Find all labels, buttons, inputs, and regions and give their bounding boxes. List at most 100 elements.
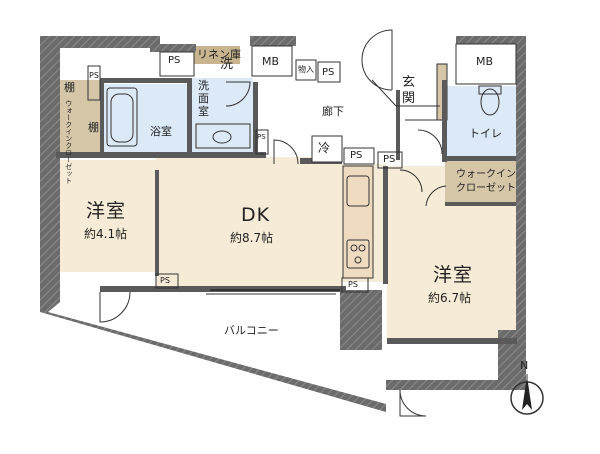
toilet-floor: [444, 86, 516, 158]
north-compass: N: [505, 360, 555, 422]
ps-wash: PS: [257, 133, 266, 141]
door-swing-left-room: [99, 291, 131, 323]
details: [87, 29, 502, 417]
bath-label: 浴室: [150, 125, 172, 138]
toilet-tank: [478, 85, 502, 95]
right-western-room-floor: [387, 166, 516, 342]
left-closet-floor: [60, 80, 100, 156]
left-room-name: 洋室: [86, 200, 127, 222]
door-swing-dk: [273, 139, 299, 165]
wall-closet-bottom: [445, 202, 516, 206]
wall-toilet-left: [442, 80, 447, 162]
dk-floor: [156, 157, 342, 289]
outer-walls: [40, 36, 526, 412]
balcony-label: バルコニー: [224, 324, 279, 337]
storage-ps-box: [317, 61, 341, 83]
right-room-name: 洋室: [433, 264, 474, 286]
north-label: N: [520, 359, 529, 372]
ps-kitchen-2: PS: [383, 154, 396, 165]
burner-2: [358, 244, 366, 252]
wall-right: [516, 36, 526, 342]
wall-top-mb: [250, 36, 296, 46]
wall-closet-bath: [100, 78, 104, 158]
burner-3: [354, 256, 362, 264]
door-swing-toilet: [417, 129, 443, 155]
wall-top-ps: [150, 44, 196, 52]
wall-bath-bottom: [56, 152, 266, 158]
mb-top: MB: [262, 55, 280, 68]
entrance-diag-1: [371, 79, 397, 107]
right-walkin-label-2: クローゼット: [456, 183, 516, 194]
ps-top: PS: [168, 55, 181, 66]
left-walkin-label: ウォークインクローゼット: [64, 100, 73, 184]
wall-bottom-right: [386, 380, 498, 390]
mb-right: MB: [476, 55, 494, 68]
dk-name: DK: [241, 204, 271, 226]
toilet-bowl: [480, 88, 500, 116]
dk-ps-box: [155, 273, 179, 289]
ps-storage: PS: [322, 67, 335, 78]
dk-area: 約8.7帖: [230, 231, 274, 245]
wash-ps-box: [255, 129, 269, 155]
right-room-area: 約6.7帖: [428, 291, 472, 305]
washer-label: 洗: [220, 57, 234, 72]
washroom-floor: [187, 78, 253, 152]
wall-left: [40, 36, 60, 312]
wall-bath-top: [100, 78, 190, 83]
ps-left: PS: [89, 71, 99, 80]
left-western-room-floor: [57, 160, 156, 272]
wash-basin-counter: [195, 123, 251, 149]
door-swing-right-room: [399, 169, 423, 193]
door-swing-right-bottom: [399, 389, 427, 417]
washroom-label-3: 室: [198, 105, 209, 118]
shelf-side-label: 棚: [88, 121, 99, 134]
left-ps-box: [87, 65, 101, 101]
left-room-area: 約4.1帖: [84, 227, 128, 241]
ps-kitchen: PS: [350, 150, 363, 161]
wall-wash-right: [253, 82, 258, 154]
wall-right-room-left: [383, 166, 388, 284]
right-walkin-label-1: ウォークイン: [456, 169, 516, 180]
door-swing-closet: [425, 185, 447, 207]
kitchen-sink: [346, 175, 370, 207]
wall-top-left: [40, 36, 160, 48]
wall-right-room-bottom: [387, 338, 517, 344]
burner-1: [350, 244, 358, 252]
linen-closet-floor: [194, 46, 240, 64]
dk-ps-box-2: [341, 277, 369, 293]
bathtub-inner: [110, 93, 134, 143]
washroom-label-2: 面: [198, 92, 209, 105]
entrance-label-2: 関: [402, 91, 416, 106]
wall-fridge: [311, 135, 343, 163]
wall-mid-divider: [155, 170, 159, 276]
kitchen-ps-box-2: [377, 151, 403, 169]
storage-label: 物入: [298, 65, 314, 74]
stove: [346, 239, 370, 269]
corridor-label: 廊下: [322, 105, 344, 118]
wall-bath-wash: [187, 78, 192, 154]
door-swing-entrance: [361, 29, 393, 91]
bath-floor: [103, 84, 187, 152]
door-swing-wash: [225, 81, 251, 107]
floors: [57, 46, 516, 342]
wall-left-diagonal: [40, 312, 386, 412]
wall-mb-right: [455, 43, 517, 85]
fridge-label: 冷: [318, 141, 331, 155]
shelf-top-label: 棚: [64, 81, 75, 94]
wall-balcony-right: [340, 290, 382, 350]
washroom-label-1: 洗: [198, 79, 209, 92]
ps-dk-bottom-2: PS: [348, 280, 358, 289]
right-closet-floor: [445, 160, 516, 204]
toilet-label: トイレ: [469, 127, 502, 140]
kitchen-ps-box: [343, 147, 375, 165]
wash-basin: [212, 130, 232, 144]
ps-dk-bottom: PS: [160, 276, 170, 285]
entrance-label-1: 玄: [402, 75, 416, 90]
top-mb-box: [251, 45, 293, 77]
bathtub: [106, 87, 138, 147]
storage-box: [295, 59, 317, 81]
top-ps-box: [159, 51, 195, 77]
wall-entrance-left: [396, 90, 400, 160]
